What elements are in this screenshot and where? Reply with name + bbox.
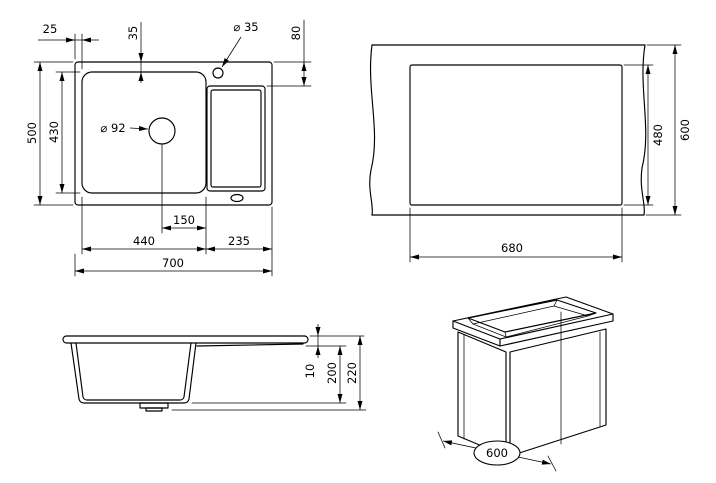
tap-hole — [212, 67, 224, 79]
side-view-dimension-lines — [171, 324, 367, 411]
drain-fitting — [139, 402, 169, 409]
dim-tap-diameter: ⌀ 35 — [233, 20, 258, 34]
cabinet-right-panel — [509, 328, 607, 457]
sink-outline — [74, 61, 273, 206]
dim-bowl-width: 440 — [133, 234, 155, 248]
sink-bowl-opening — [467, 299, 597, 333]
cabinet-view: 600 — [437, 296, 614, 472]
drainboard-underside — [196, 343, 304, 347]
dim-overall-width: 700 — [162, 256, 184, 270]
drain-fitting-step — [145, 407, 163, 412]
cutout-dimension-labels: 480 600 680 — [501, 119, 692, 255]
overflow-hole — [230, 193, 244, 203]
sink-rim-thickness — [452, 313, 614, 347]
bowl-inner-profile — [75, 342, 192, 401]
dim-cabinet-width: 600 — [486, 446, 508, 460]
cutout-rectangle — [409, 64, 623, 206]
dim-board-width: 235 — [228, 234, 250, 248]
top-view-dimension-lines — [33, 19, 312, 277]
dim-board-from-top: 80 — [289, 26, 303, 41]
drainboard-inner-line — [210, 89, 262, 188]
cabinet-left-panel — [457, 331, 507, 457]
dim-drain-to-bowl-edge: 150 — [173, 213, 195, 227]
dim-cutout-depth: 480 — [651, 124, 665, 146]
dim-bowl-depth: 430 — [47, 121, 61, 143]
top-view: 25 35 ⌀ 35 80 500 430 ⌀ 92 150 440 235 7… — [25, 19, 312, 277]
dim-cutout-width: 680 — [501, 241, 523, 255]
dim-rim-offset: 25 — [43, 22, 58, 36]
bowl-outline — [81, 71, 207, 194]
dim-overall-depth: 500 — [25, 122, 39, 144]
counter-break-right — [640, 44, 647, 216]
sink-bowl-depth-lines — [467, 299, 597, 338]
rim-profile — [62, 335, 309, 344]
top-view-outline — [74, 61, 273, 206]
side-view-dimension-labels: 10 200 220 — [303, 362, 359, 384]
dim-bubble — [473, 440, 521, 466]
dim-drain-diameter: ⌀ 92 — [100, 121, 125, 135]
dim-rim-thickness: 10 — [303, 364, 317, 379]
side-view: 10 200 220 — [62, 324, 367, 412]
side-view-outline — [62, 335, 309, 412]
cabinet-dimension: 600 — [437, 431, 557, 472]
top-view-dimension-labels: 25 35 ⌀ 35 80 500 430 ⌀ 92 150 440 235 7… — [25, 20, 303, 270]
drainboard-outline — [206, 85, 266, 192]
dim-bowl-depth-side: 200 — [325, 362, 339, 384]
cutout-dimension-lines — [409, 44, 682, 263]
bowl-outer-profile — [70, 342, 197, 404]
dim-counter-depth: 600 — [678, 119, 692, 141]
dim-overall-height: 220 — [345, 362, 359, 384]
cabinet-outline — [452, 296, 614, 457]
dim-tap-from-top: 35 — [126, 26, 140, 41]
drain-hole — [148, 117, 176, 145]
cutout-view: 480 600 680 — [369, 44, 692, 263]
counter-break-left — [369, 44, 376, 216]
cutout-outline — [369, 44, 647, 216]
